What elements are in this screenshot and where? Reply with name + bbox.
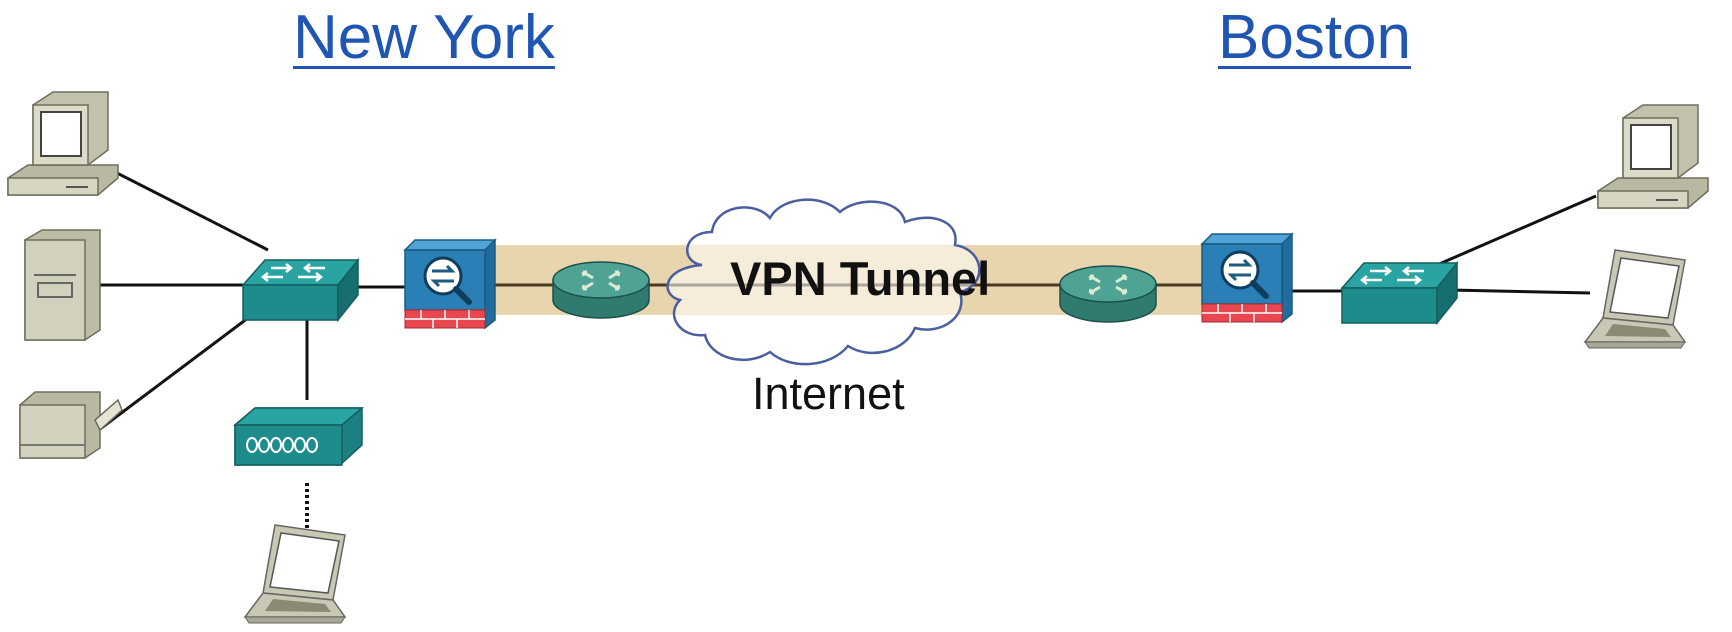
vpn-tunnel-label: VPN Tunnel xyxy=(730,252,991,305)
wireless-access-point-icon xyxy=(232,407,365,466)
site-title-boston[interactable]: Boston xyxy=(1218,3,1412,72)
switch-icon xyxy=(1340,261,1459,325)
desktop-computer-icon xyxy=(1597,104,1709,209)
firewall-icon xyxy=(405,240,495,328)
laptop-icon xyxy=(1584,249,1686,349)
server-tower-icon xyxy=(24,229,101,341)
firewall-icon xyxy=(1202,234,1292,322)
laptop-icon xyxy=(244,524,346,624)
connection-lines xyxy=(95,170,1597,434)
router-icon xyxy=(1058,264,1158,324)
desktop-computer-icon xyxy=(7,91,119,196)
link-printer-switch xyxy=(95,298,273,434)
link-switch-desktop-boston xyxy=(1429,194,1597,270)
switch-icon xyxy=(241,258,360,322)
site-title-new-york[interactable]: New York xyxy=(293,3,555,72)
link-switch-laptop-boston xyxy=(1449,288,1591,295)
router-icon xyxy=(551,260,651,320)
cloud-icon xyxy=(666,198,981,366)
link-desktop-switch xyxy=(114,170,269,252)
printer-icon xyxy=(19,391,123,459)
internet-label: Internet xyxy=(752,368,905,419)
